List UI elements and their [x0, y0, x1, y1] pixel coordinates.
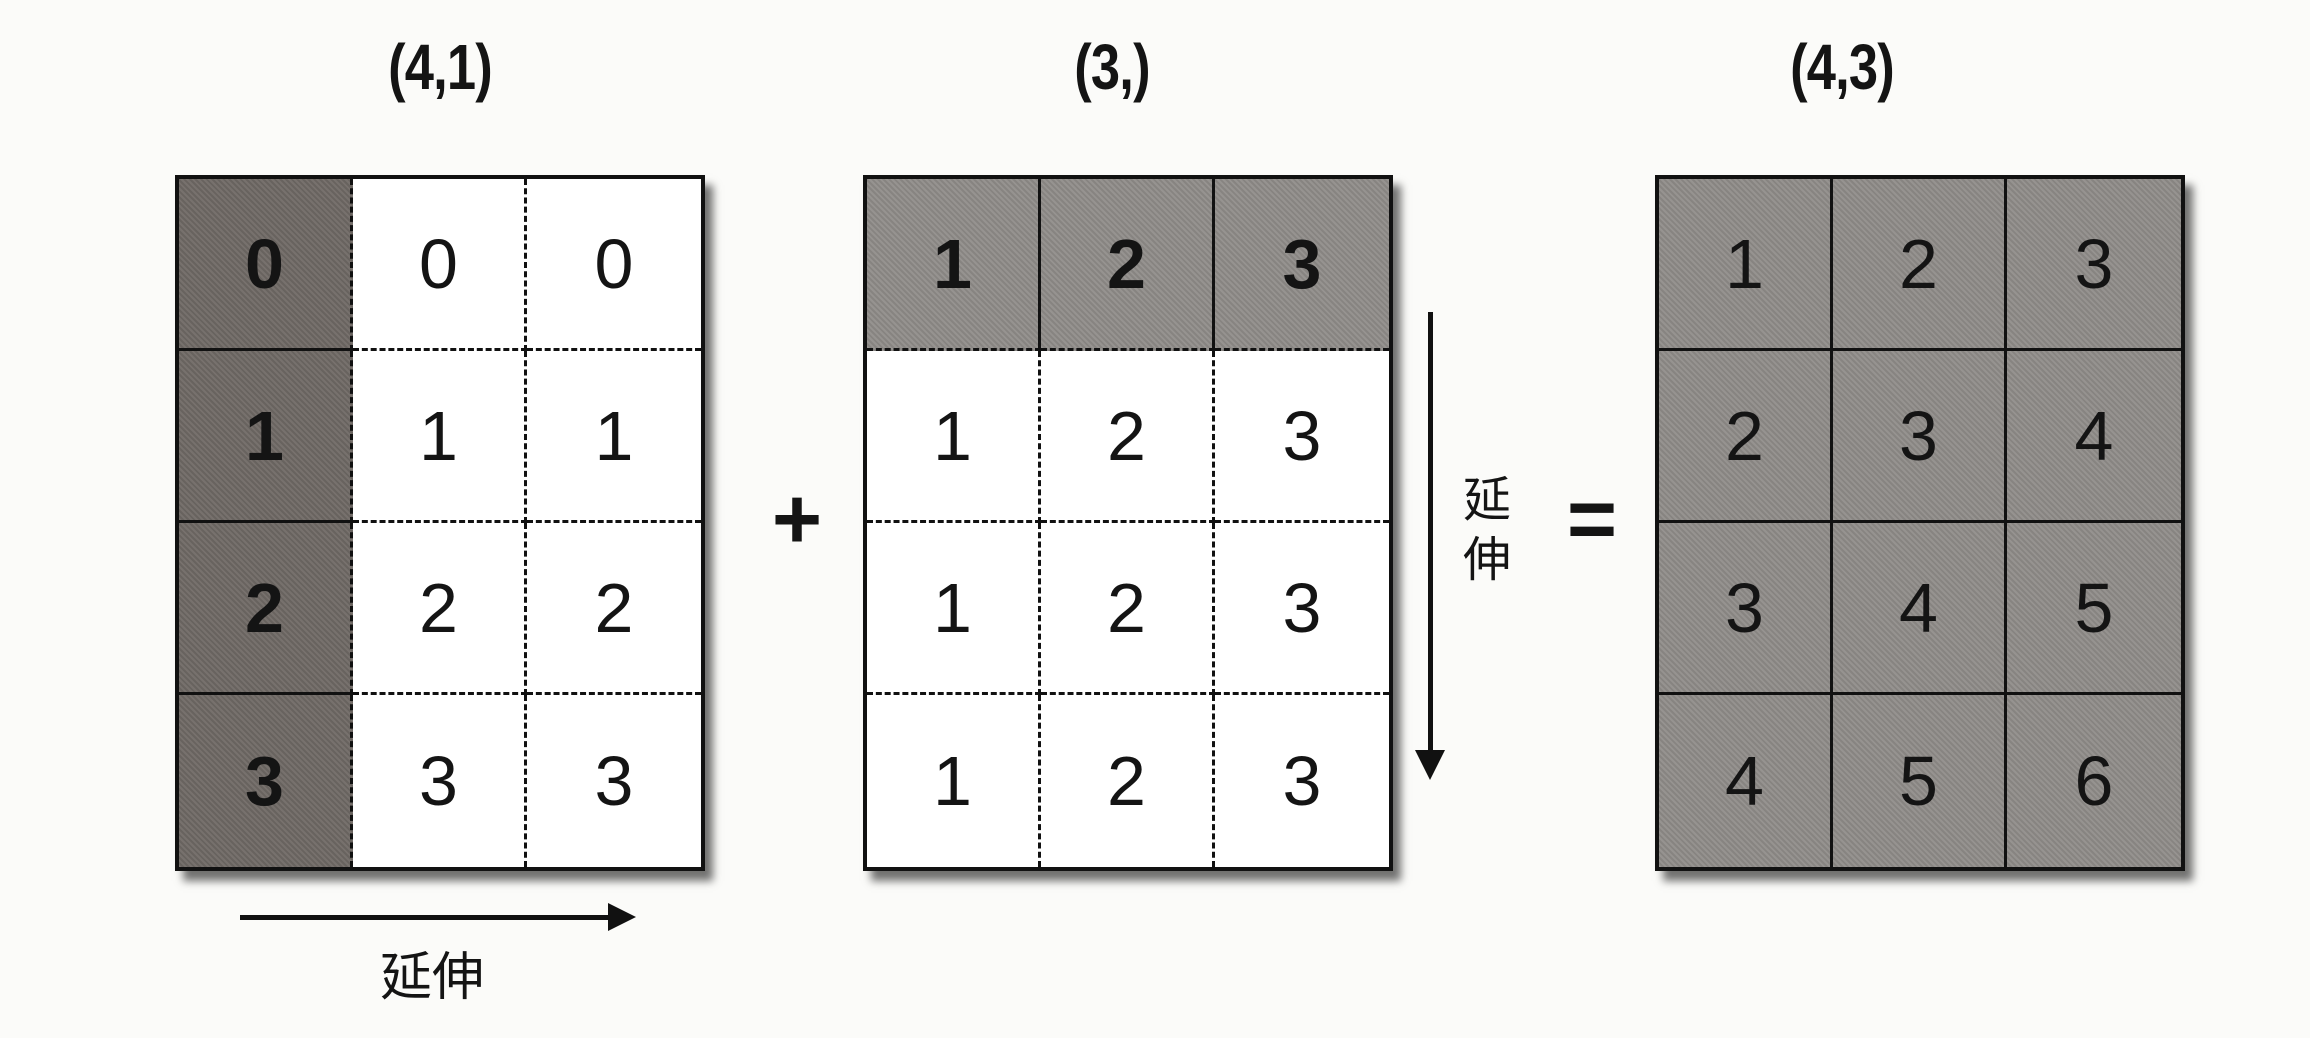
grid-cell-original: 3 [1215, 179, 1389, 351]
grid-cell-result: 3 [1833, 351, 2007, 523]
grid-cell-original: 2 [1041, 179, 1215, 351]
grid-cell-result: 2 [1659, 351, 1833, 523]
array-3-grid: 1 2 3 1 2 3 1 2 3 1 2 3 [863, 175, 1393, 871]
broadcast-label-char: 延 [1462, 472, 1511, 528]
grid-cell-broadcast: 1 [867, 523, 1041, 695]
grid-cell-original: 1 [179, 351, 353, 523]
grid-cell-broadcast: 3 [1215, 523, 1389, 695]
grid-cell-result: 4 [1833, 523, 2007, 695]
array-shape-title-3: (3,) [1074, 31, 1150, 103]
grid-cell-broadcast: 2 [527, 523, 701, 695]
grid-cell-broadcast: 3 [1215, 695, 1389, 867]
grid-cell-result: 2 [1833, 179, 2007, 351]
grid-cell-result: 4 [2007, 351, 2181, 523]
grid-cell-result: 5 [2007, 523, 2181, 695]
grid-cell-broadcast: 1 [867, 695, 1041, 867]
plus-operator: + [771, 471, 823, 568]
broadcast-label-horizontal: 延伸 [380, 948, 485, 1008]
grid-cell-broadcast: 2 [1041, 351, 1215, 523]
equals-operator: = [1566, 471, 1618, 568]
grid-cell-broadcast: 3 [527, 695, 701, 867]
grid-cell-broadcast: 1 [353, 351, 527, 523]
grid-cell-broadcast: 0 [353, 179, 527, 351]
grid-cell-result: 5 [1833, 695, 2007, 867]
grid-cell-result: 3 [2007, 179, 2181, 351]
grid-cell-broadcast: 0 [527, 179, 701, 351]
grid-cell-result: 3 [1659, 523, 1833, 695]
grid-cell-broadcast: 2 [1041, 695, 1215, 867]
grid-cell-broadcast: 2 [353, 523, 527, 695]
grid-cell-original: 3 [179, 695, 353, 867]
grid-cell-broadcast: 2 [1041, 523, 1215, 695]
grid-cell-result: 4 [1659, 695, 1833, 867]
broadcast-label-vertical: 延 伸 [1460, 470, 1514, 590]
result-4x3-grid: 1 2 3 2 3 4 3 4 5 4 5 6 [1655, 175, 2185, 871]
arrow-right-icon [240, 903, 636, 931]
grid-cell-broadcast: 3 [353, 695, 527, 867]
grid-cell-original: 1 [867, 179, 1041, 351]
grid-cell-broadcast: 3 [1215, 351, 1389, 523]
grid-cell-result: 1 [1659, 179, 1833, 351]
array-shape-title-4x3: (4,3) [1790, 31, 1895, 103]
array-4x1-grid: 0 0 0 1 1 1 2 2 2 3 3 3 [175, 175, 705, 871]
grid-cell-original: 0 [179, 179, 353, 351]
array-shape-title-4x1: (4,1) [388, 31, 493, 103]
grid-cell-broadcast: 1 [527, 351, 701, 523]
broadcast-label-char: 伸 [1462, 532, 1511, 588]
grid-cell-result: 6 [2007, 695, 2181, 867]
arrow-down-icon [1415, 312, 1445, 780]
grid-cell-original: 2 [179, 523, 353, 695]
grid-cell-broadcast: 1 [867, 351, 1041, 523]
